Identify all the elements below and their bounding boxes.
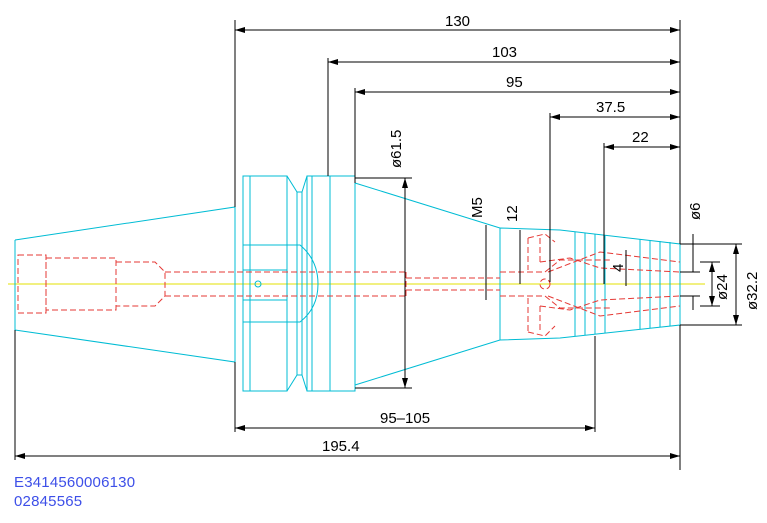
order-number-text: 02845565 (14, 493, 83, 510)
collar (306, 175, 356, 392)
dim-diameter-6: ø6 (687, 202, 704, 220)
dimension-labels: 130 103 95 37.5 22 95–105 195.4 ø61.5 M5… (322, 13, 761, 455)
holder-outline (14, 175, 681, 392)
dim-95-105: 95–105 (380, 410, 430, 427)
dim-diameter-61-5: ø61.5 (388, 130, 405, 168)
dim-4: 4 (610, 264, 627, 272)
arrowheads (15, 27, 739, 459)
hidden-lines (17, 233, 681, 337)
dim-m5: M5 (469, 197, 486, 218)
dim-95: 95 (506, 74, 523, 91)
dim-103: 103 (492, 44, 517, 61)
part-number-text: E3414560006130 (14, 474, 136, 491)
dimension-lines (14, 20, 742, 470)
dim-diameter-32-2: ø32.2 (744, 272, 761, 310)
dim-22: 22 (632, 129, 649, 146)
dim-130: 130 (445, 13, 470, 30)
dim-diameter-24: ø24 (714, 274, 731, 300)
dim-195-4: 195.4 (322, 438, 360, 455)
v-groove (286, 175, 308, 392)
flange (242, 175, 288, 392)
dim-12: 12 (504, 205, 521, 222)
dim-37-5: 37.5 (596, 99, 625, 116)
